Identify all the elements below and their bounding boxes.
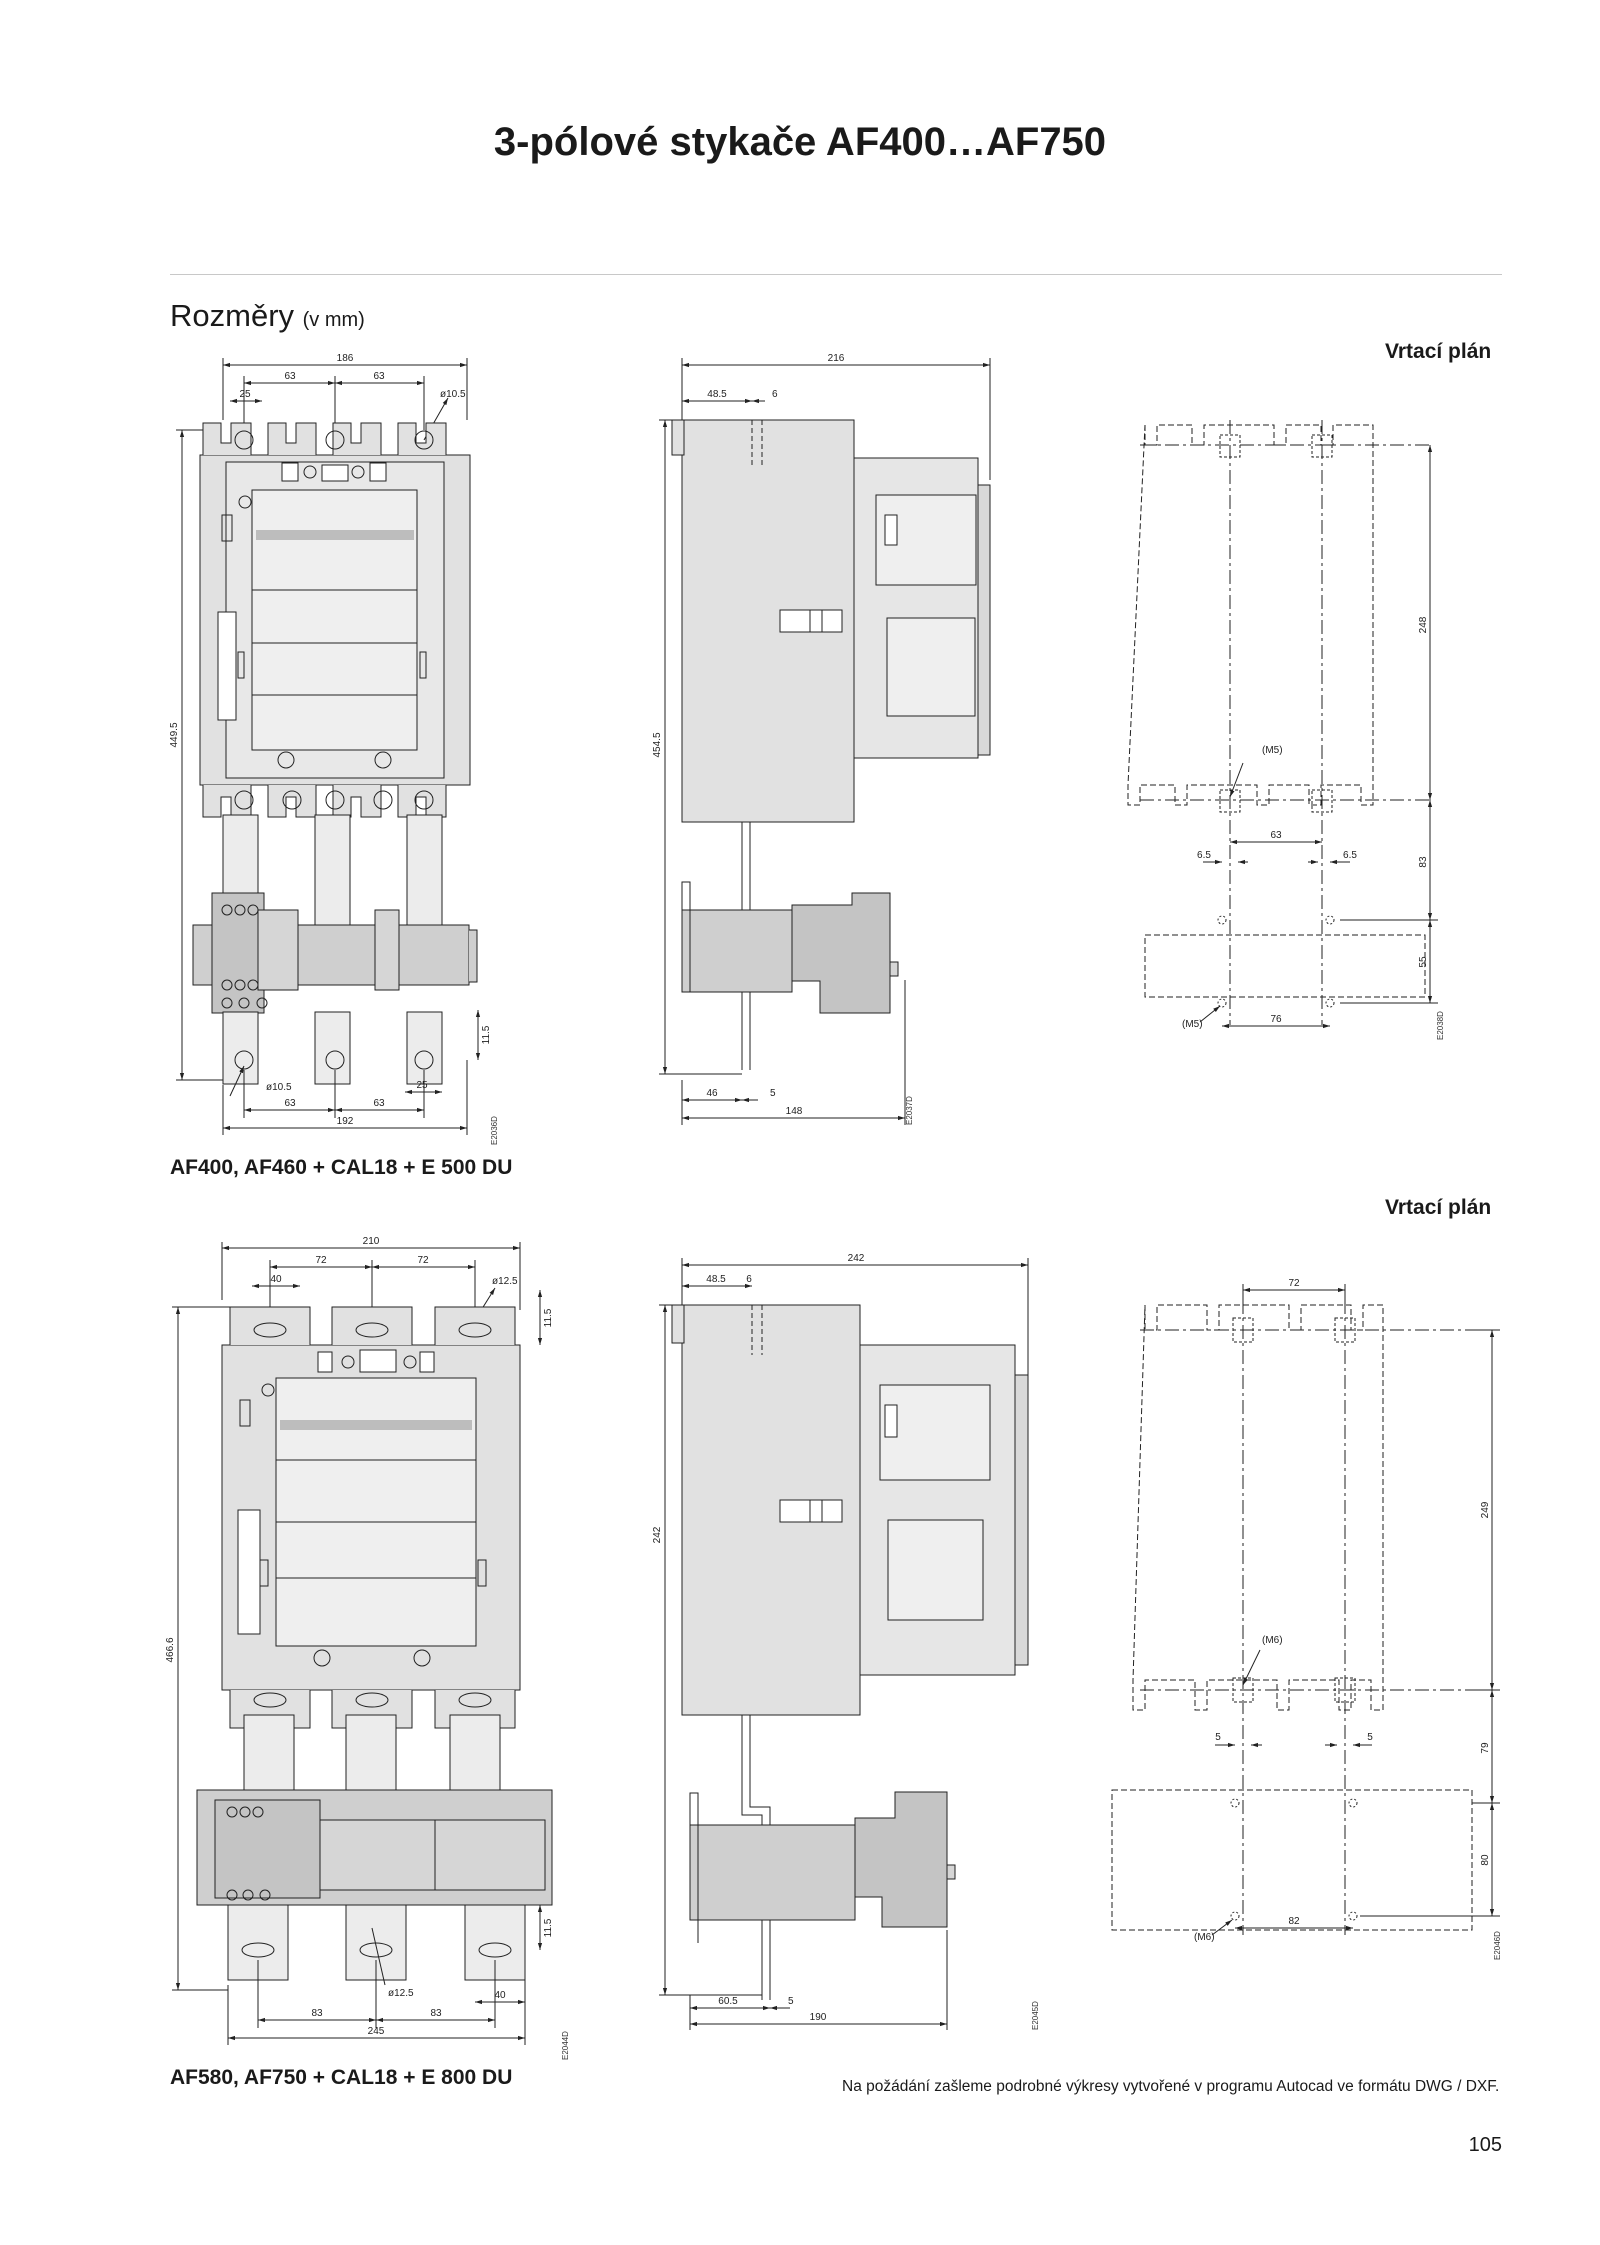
- page-title: 3-pólové stykače AF400…AF750: [493, 120, 1107, 164]
- d2f-height: 466.6: [165, 1637, 176, 1662]
- d2f-offset: 40: [270, 1274, 282, 1285]
- d1f-offset: 25: [239, 389, 251, 400]
- d2s-height: 242: [652, 1526, 663, 1543]
- d2d-edge-right: 5: [1367, 1732, 1373, 1743]
- d2f-code: E2044D: [561, 2031, 570, 2060]
- d2f-bottom-width: 245: [368, 2026, 385, 2037]
- footnote: Na požádání zašleme podrobné výkresy vyt…: [842, 2078, 1500, 2095]
- section-title: Rozměry (v mm): [170, 298, 365, 333]
- d2s-bottom-a: 60.5: [718, 1996, 738, 2007]
- d2d-code: E2046D: [1493, 1931, 1502, 1960]
- d2f-pitch-b: 72: [417, 1255, 429, 1266]
- d2d-height-lower: 80: [1480, 1854, 1491, 1866]
- drilling-plan-label-1: Vrtací plán: [1385, 340, 1492, 363]
- d2f-bottom-hole: ø12.5: [388, 1988, 414, 1999]
- d1s-bottom-b: 5: [770, 1088, 776, 1099]
- d1s-bottom-a: 46: [706, 1088, 718, 1099]
- d1f-width-total: 186: [337, 353, 354, 364]
- drawing1-side-view: [659, 358, 991, 1125]
- d2d-height-mid: 79: [1480, 1742, 1491, 1754]
- section-unit: (v mm): [302, 309, 365, 331]
- d2s-code: E2045D: [1031, 2001, 1040, 2030]
- page-number: 105: [1468, 2134, 1502, 2156]
- d1f-height: 449.5: [169, 722, 180, 747]
- d2f-bottom-side: 11.5: [543, 1918, 554, 1937]
- d1f-pitch-a: 63: [284, 371, 296, 382]
- d2f-bottom-offset: 40: [494, 1990, 506, 2001]
- d2f-bottom-pitch-b: 83: [430, 2008, 442, 2019]
- d2s-bottom-b: 5: [788, 1996, 794, 2007]
- d2f-bottom-pitch-a: 83: [311, 2008, 323, 2019]
- d1d-height-upper: 248: [1418, 616, 1429, 633]
- d1d-thread-lower: (M5): [1182, 1019, 1203, 1030]
- d2s-width-total: 242: [848, 1253, 865, 1264]
- d1s-dim-a: 48.5: [707, 389, 727, 400]
- d1d-edge-left: 6.5: [1197, 850, 1211, 861]
- d1s-bottom-width: 148: [786, 1106, 803, 1117]
- d2d-height-upper: 249: [1480, 1501, 1491, 1518]
- d2d-thread-lower: (M6): [1194, 1932, 1215, 1943]
- d2f-width-total: 210: [363, 1236, 380, 1247]
- d1d-code: E2038D: [1436, 1011, 1445, 1040]
- d2s-dim-b: 6: [746, 1274, 752, 1285]
- header-divider: [170, 274, 1502, 275]
- d2d-edge-left: 5: [1215, 1732, 1221, 1743]
- d2f-pitch-a: 72: [315, 1255, 327, 1266]
- d1s-dim-b: 6: [772, 389, 778, 400]
- d1f-bottom-hole: ø10.5: [266, 1082, 292, 1093]
- d1s-height: 454.5: [652, 732, 663, 757]
- d1d-edge-right: 6.5: [1343, 850, 1357, 861]
- d2d-thread: (M6): [1262, 1635, 1283, 1646]
- d2s-dim-a: 48.5: [706, 1274, 726, 1285]
- d1d-pitch-lower: 76: [1270, 1014, 1282, 1025]
- d1f-code: E2036D: [490, 1116, 499, 1145]
- d2s-bottom-width: 190: [810, 2012, 827, 2023]
- d1s-width-total: 216: [828, 353, 845, 364]
- drawing2-front-view: [172, 1242, 553, 2045]
- d2d-pitch-top: 72: [1288, 1278, 1300, 1289]
- caption-af400: AF400, AF460 + CAL18 + E 500 DU: [170, 1156, 513, 1179]
- d1d-thread: (M5): [1262, 745, 1283, 756]
- d1d-height-lower: 55: [1418, 956, 1429, 968]
- drawing2-drill-plan: [1111, 1284, 1500, 1936]
- drawing2-side-view: [659, 1258, 1029, 2030]
- d1f-hole: ø10.5: [440, 389, 466, 400]
- drawing1-drill-plan: [1127, 420, 1438, 1029]
- d1f-bottom-side: 11.5: [481, 1025, 492, 1044]
- d1d-pitch: 63: [1270, 830, 1282, 841]
- d1f-bottom-width: 192: [337, 1116, 354, 1127]
- d2f-hole: ø12.5: [492, 1276, 518, 1287]
- d1s-code: E2037D: [905, 1096, 914, 1125]
- d2d-pitch-lower: 82: [1288, 1916, 1300, 1927]
- drilling-plan-label-2: Vrtací plán: [1385, 1196, 1492, 1219]
- drawing1-front-view: [176, 358, 481, 1135]
- d1f-bottom-offset: 25: [416, 1080, 428, 1091]
- caption-af580: AF580, AF750 + CAL18 + E 800 DU: [170, 2066, 513, 2089]
- d1f-bottom-pitch-a: 63: [284, 1098, 296, 1109]
- d1f-bottom-pitch-b: 63: [373, 1098, 385, 1109]
- d1f-pitch-b: 63: [373, 371, 385, 382]
- d1d-height-mid: 83: [1418, 856, 1429, 868]
- d2f-top-side: 11.5: [543, 1308, 554, 1327]
